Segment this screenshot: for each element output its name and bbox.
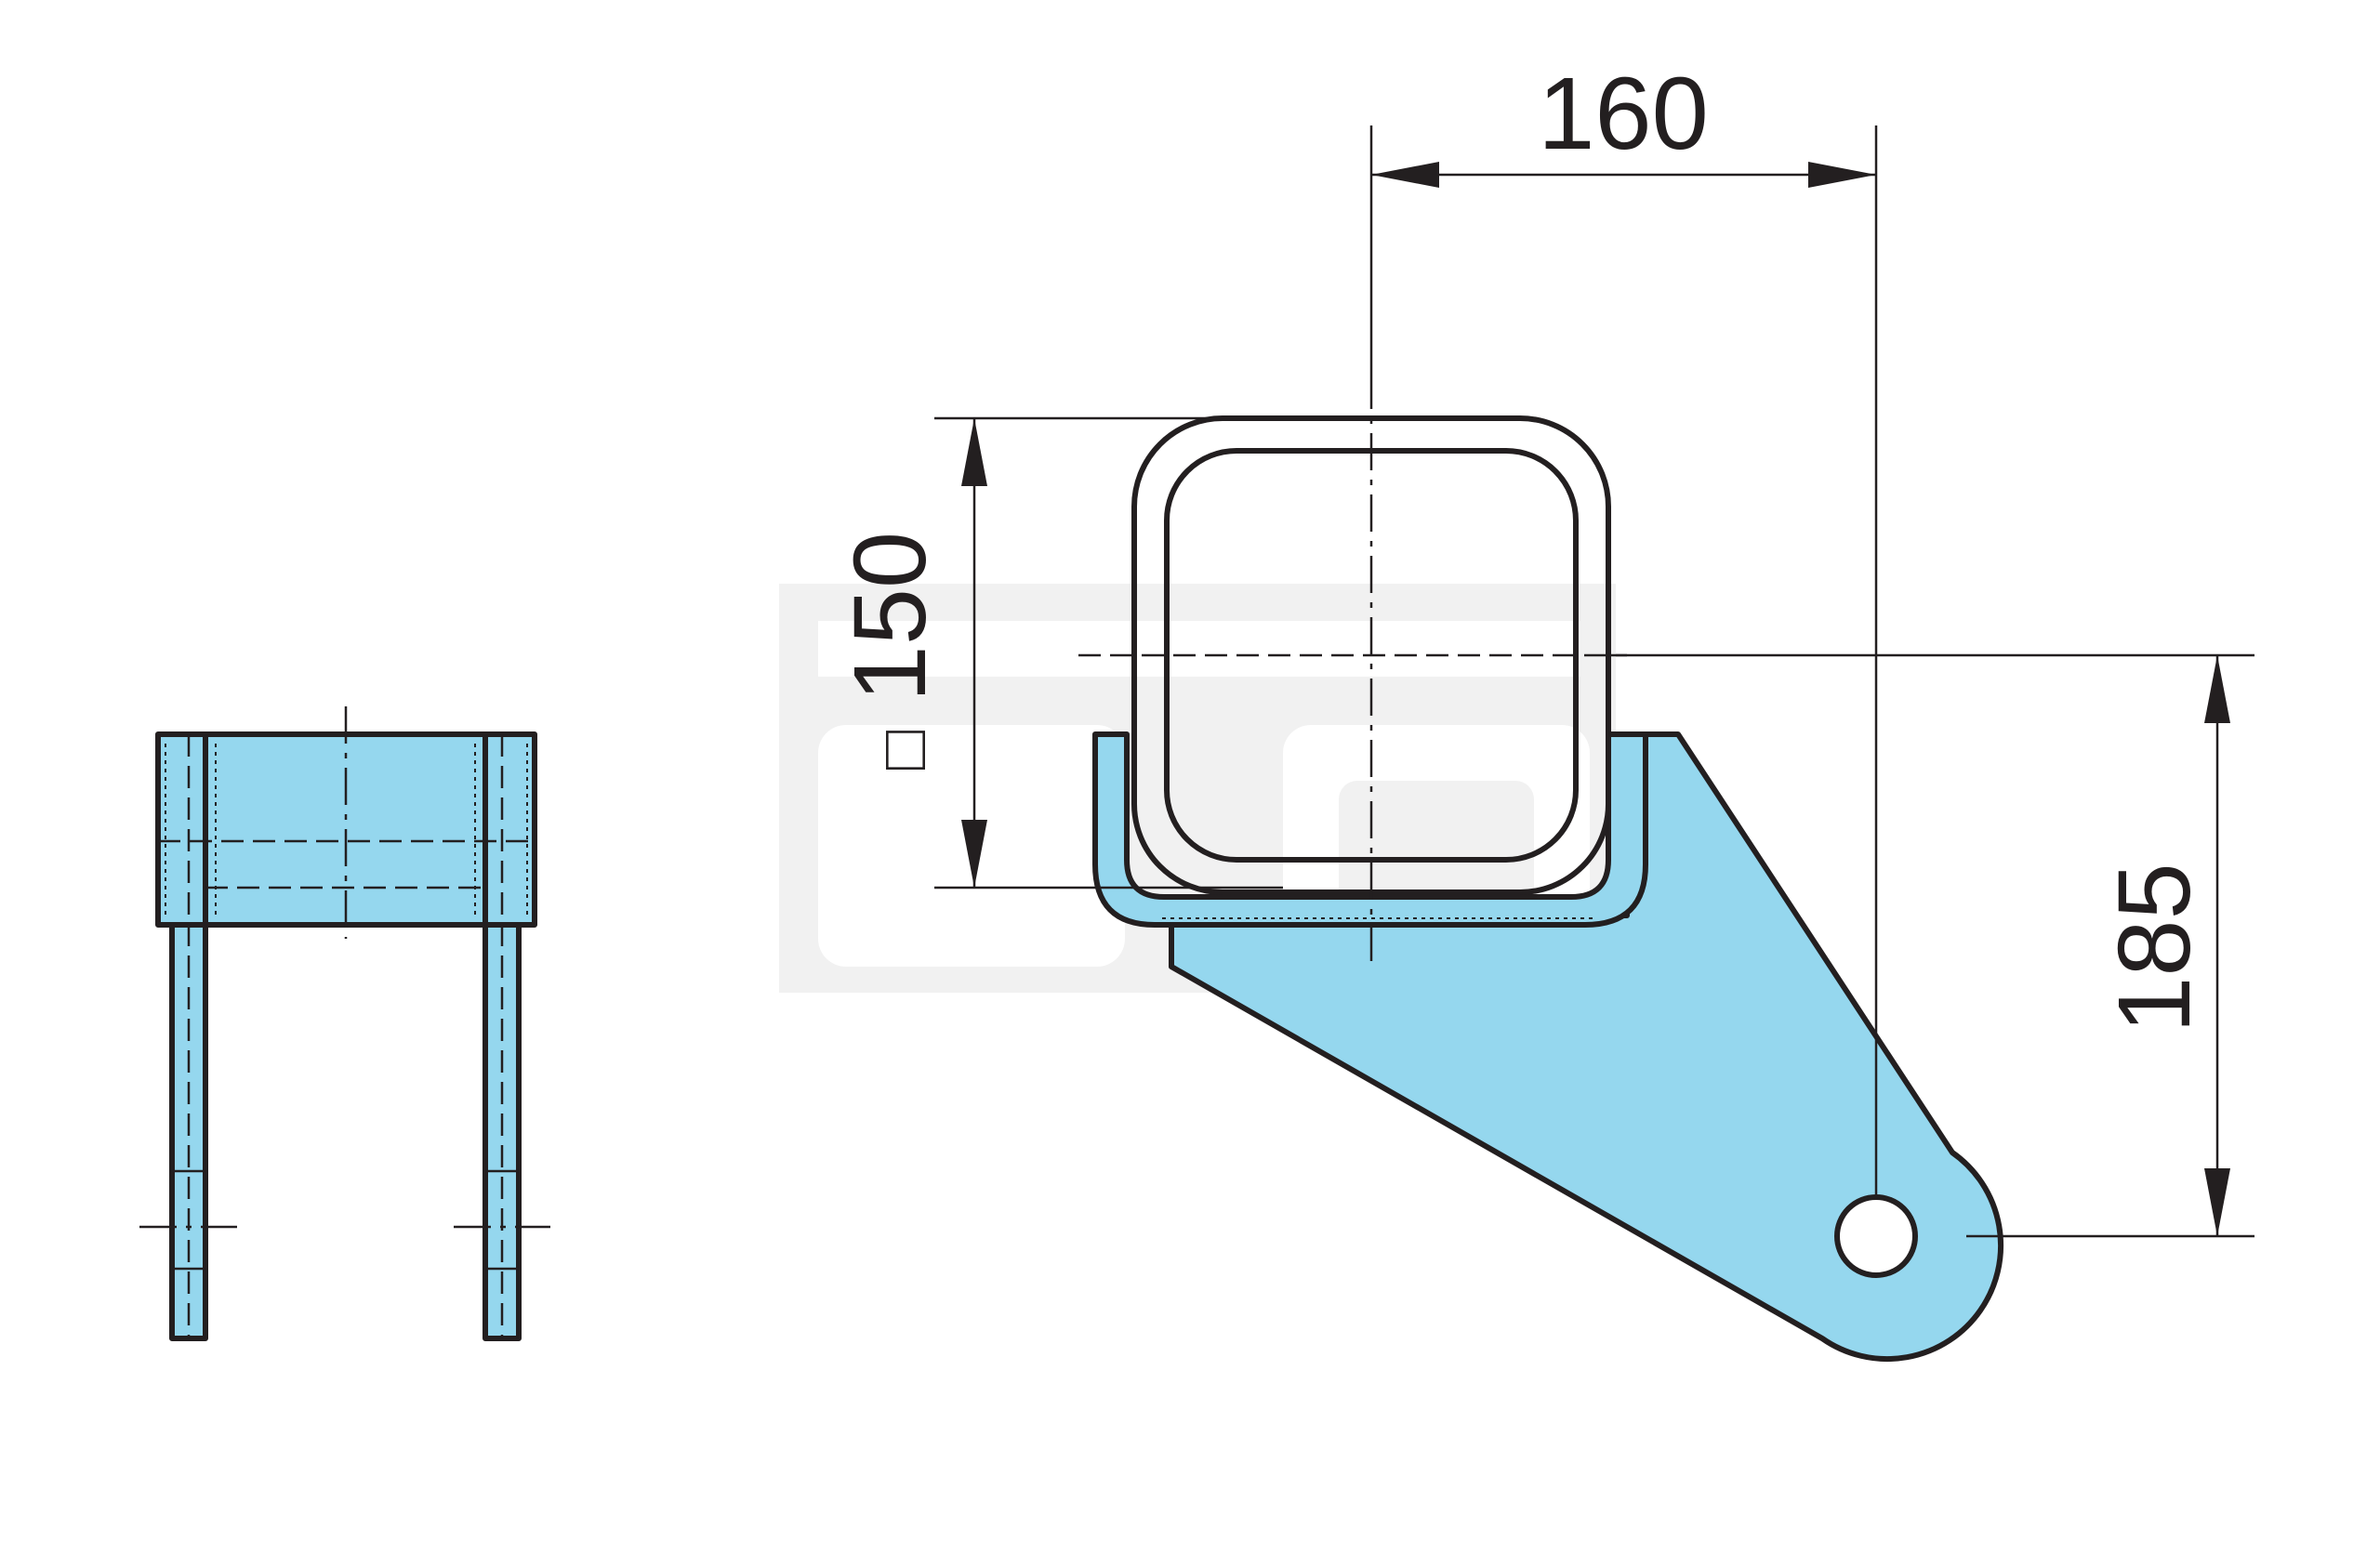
arrowhead-up: [961, 418, 987, 486]
width-dimension-label: 160: [1538, 57, 1709, 171]
height-dimension-label: 185: [2097, 863, 2212, 1034]
tube-size-label: 150: [833, 532, 947, 703]
axle-hole: [1834, 1194, 1918, 1278]
dimension-height: 185: [1608, 653, 2254, 1238]
arrowhead-left: [1371, 162, 1439, 188]
square-symbol: □: [866, 731, 939, 770]
front-view: [1078, 372, 2004, 1363]
arrowhead-right: [1808, 162, 1876, 188]
arrowhead-bottom: [2204, 1168, 2230, 1236]
dimension-width: 160: [1369, 57, 1878, 1199]
arrowhead-top: [2204, 655, 2230, 723]
u-saddle: [1092, 731, 1648, 928]
bracket-arm: [1169, 731, 2004, 1363]
svg-text:□ 150: □ 150: [833, 532, 947, 770]
arrowhead-down: [961, 820, 987, 888]
dimension-tube-size: □ 150: [833, 416, 1283, 889]
side-view: [139, 706, 550, 1341]
